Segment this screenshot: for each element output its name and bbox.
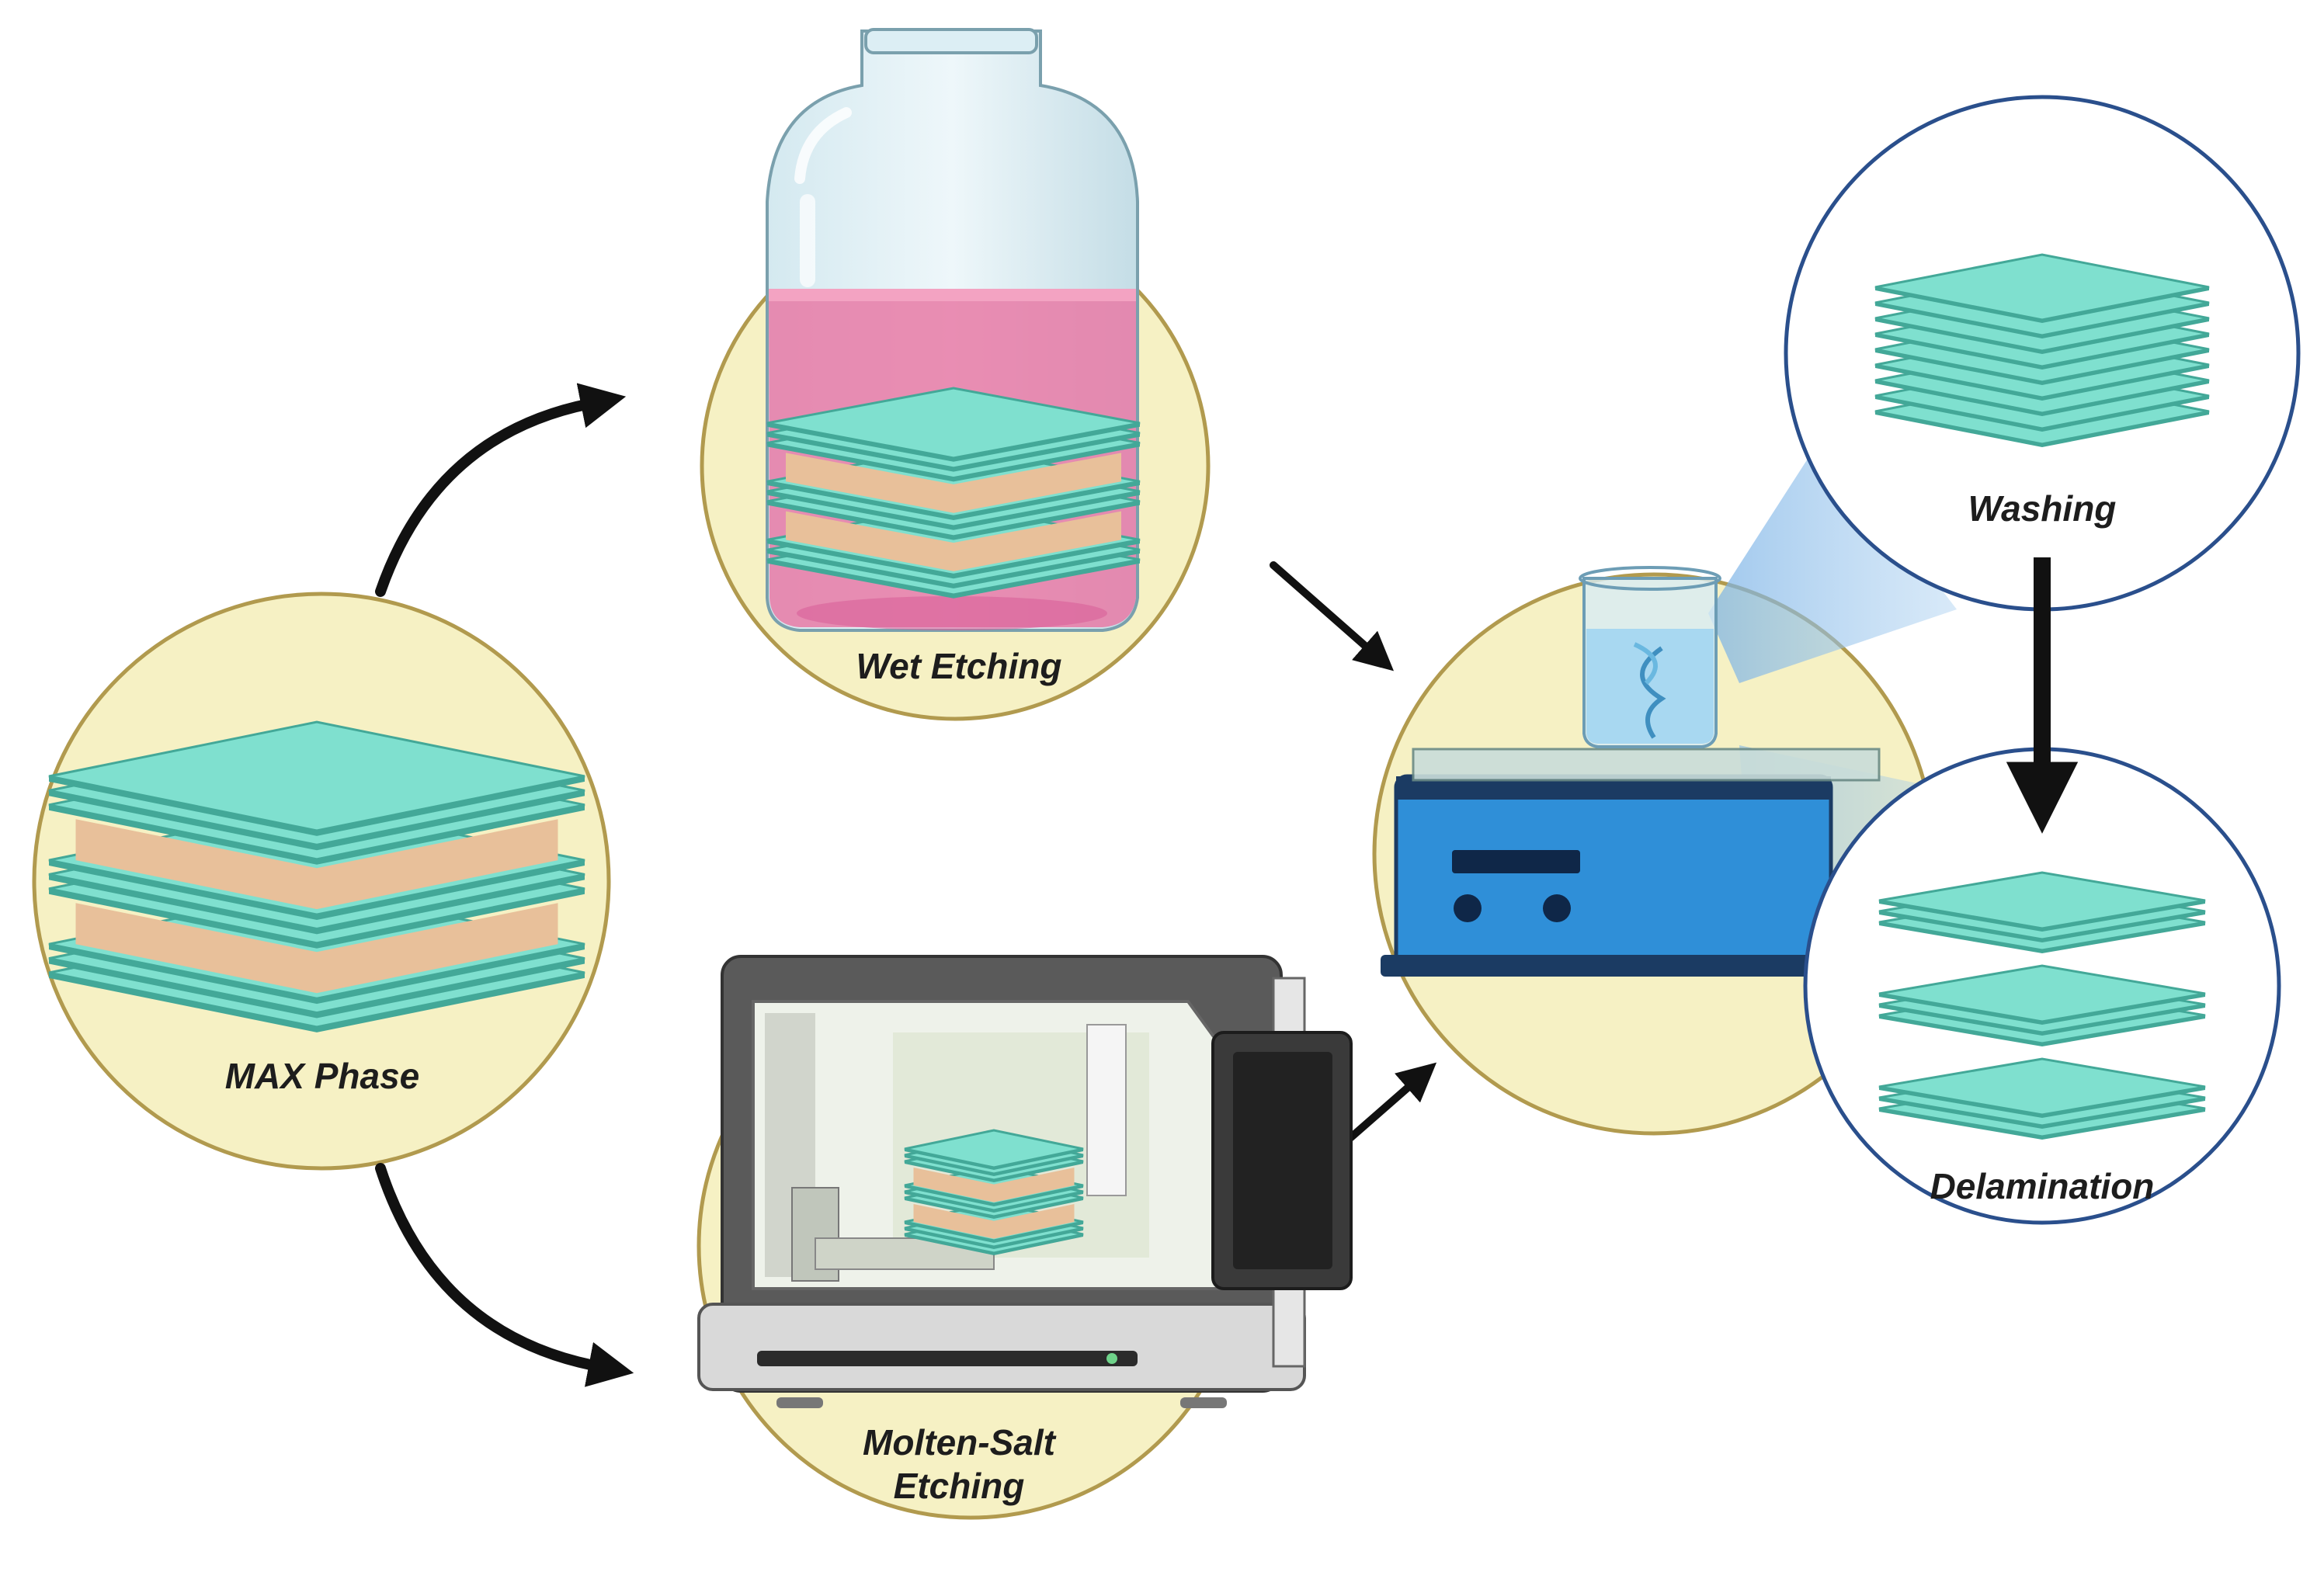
sheet-layer <box>48 720 585 832</box>
molten-salt-label-line1: Molten-Salt <box>863 1422 1055 1463</box>
magnetic-stirrer-icon <box>1381 566 1881 977</box>
sheet-layer <box>904 1129 1084 1169</box>
zoom-beam <box>1708 435 1957 683</box>
interlayer <box>75 819 558 910</box>
sheet-layer <box>766 387 1141 460</box>
interlayer <box>913 1168 1075 1202</box>
sheet-layer <box>1874 253 2210 321</box>
washing-stack-icon <box>1874 253 2210 447</box>
washing-label: Washing <box>1968 488 2117 529</box>
arrow-icon <box>1270 561 1395 671</box>
sheet-layer <box>1878 1057 2206 1116</box>
interlayer <box>913 1204 1075 1239</box>
sheet-layer <box>1878 964 2206 1023</box>
interlayer <box>75 903 558 994</box>
max-phase-label: MAX Phase <box>224 1056 420 1096</box>
interlayer <box>786 453 1121 513</box>
curved-arrow-icon <box>375 383 627 597</box>
beaker-icon <box>1579 566 1721 748</box>
molten-salt-label-line2: Etching <box>893 1466 1025 1506</box>
interlayer <box>786 511 1121 571</box>
sheet-layer <box>1878 871 2206 930</box>
molten-salt-furnace-icon <box>697 955 1353 1408</box>
delamination-stack-icon <box>1878 871 2206 1140</box>
delamination-label: Delamination <box>1930 1166 2155 1206</box>
wet-etching-label: Wet Etching <box>856 646 1062 686</box>
curved-arrow-icon <box>375 1163 634 1387</box>
max-phase-stack-icon <box>48 720 585 1032</box>
glass-jar-icon <box>766 28 1141 632</box>
